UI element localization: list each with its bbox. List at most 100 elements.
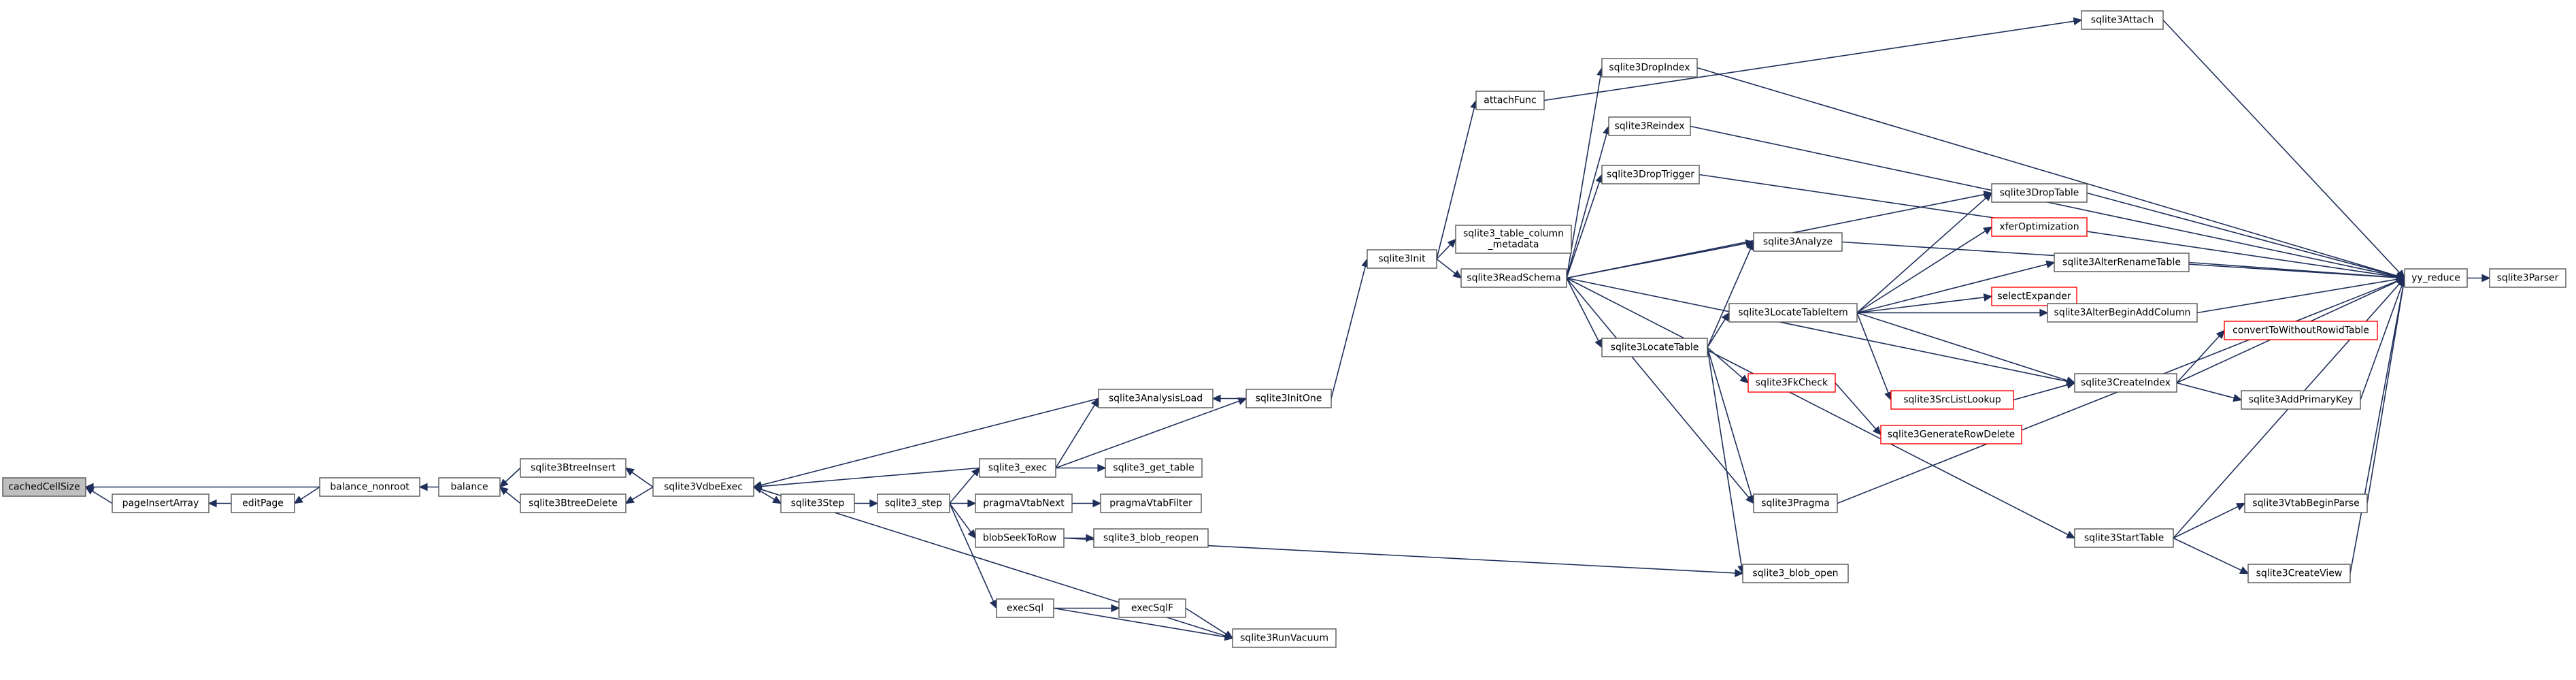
arrowhead: [971, 467, 980, 477]
node-label: sqlite3RunVacuum: [1240, 633, 1328, 644]
node-sqlite3-fk-check[interactable]: sqlite3FkCheck: [1747, 373, 1836, 393]
node-label: selectExpander: [1997, 291, 2071, 302]
edge-line: [300, 486, 320, 500]
edge-line: [2086, 192, 2398, 277]
arrowhead: [1983, 226, 1993, 235]
node-sqlite3-analysis-load[interactable]: sqlite3AnalysisLoad: [1098, 389, 1214, 408]
node-sqlite3-attach[interactable]: sqlite3Attach: [2081, 10, 2164, 30]
node-sqlite3-init-one[interactable]: sqlite3InitOne: [1245, 389, 1332, 408]
node-sqlite3-create-view[interactable]: sqlite3CreateView: [2247, 564, 2351, 583]
node-sqlite3-get-table[interactable]: sqlite3_get_table: [1105, 458, 1203, 478]
node-sqlite3-start-table[interactable]: sqlite3StartTable: [2074, 528, 2174, 548]
node-sqlite3-btree-insert[interactable]: sqlite3BtreeInsert: [520, 458, 626, 478]
edge-line: [760, 398, 1099, 486]
node-sqlite3-locate-table[interactable]: sqlite3LocateTable: [1601, 338, 1708, 357]
node-sqlite3-blob-open[interactable]: sqlite3_blob_open: [1742, 564, 1849, 583]
arrowhead: [1452, 270, 1462, 279]
node-sqlite3-btree-delete[interactable]: sqlite3BtreeDelete: [520, 493, 626, 513]
edge-line: [1566, 278, 1599, 342]
edge-line: [1707, 347, 1752, 497]
node-sqlite3-add-primary-key[interactable]: sqlite3AddPrimaryKey: [2241, 390, 2361, 410]
node-sqlite3-drop-table[interactable]: sqlite3DropTable: [1991, 183, 2088, 203]
node-page-insert-array[interactable]: pageInsertArray: [112, 493, 210, 513]
node-sqlite3-src-list-lookup[interactable]: sqlite3SrcListLookup: [1890, 390, 2014, 410]
edge-sqlite3-locate-table-item-to-sqlite3-alter-begin-add-column: [1857, 308, 2049, 317]
node-label: sqlite3Analyze: [1763, 237, 1833, 248]
edge-sqlite3-create-index-to-sqlite3-add-primary-key: [2176, 382, 2243, 402]
arrowhead: [772, 496, 782, 504]
edge-sqlite3-vtab-begin-parse-to-yy-reduce: [2366, 277, 2407, 504]
arrowhead: [1721, 312, 1730, 322]
node-sqlite3-init[interactable]: sqlite3Init: [1367, 249, 1437, 269]
node-cached-cell-size[interactable]: cachedCellSize: [2, 477, 86, 497]
node-label: sqlite3_get_table: [1113, 463, 1194, 474]
node-box: [1098, 389, 1214, 408]
node-sqlite3-alter-begin-add-column[interactable]: sqlite3AlterBeginAddColumn: [2047, 303, 2198, 323]
node-sqlite3-read-schema[interactable]: sqlite3ReadSchema: [1460, 268, 1567, 288]
node-pragma-vtab-next[interactable]: pragmaVtabNext: [975, 493, 1073, 513]
node-sqlite3-pragma[interactable]: sqlite3Pragma: [1753, 493, 1838, 513]
node-sqlite3-locate-table-item[interactable]: sqlite3LocateTableItem: [1728, 303, 1858, 323]
arrowhead: [1237, 397, 1248, 406]
node-box: [1100, 493, 1202, 513]
edge-sqlite3-step-to-blob-seek-to-row: [949, 503, 976, 539]
arrowhead: [1211, 394, 1221, 403]
edge-line: [1543, 20, 2075, 101]
node-sqlite3-table-column-metadata[interactable]: sqlite3_table_column_metadata: [1455, 225, 1572, 254]
node-sqlite3-exec[interactable]: sqlite3_exec: [979, 458, 1056, 478]
node-attach-func[interactable]: attachFunc: [1475, 91, 1545, 110]
node-box: [975, 493, 1073, 513]
node-sqlite3-vdbe-exec[interactable]: sqlite3VdbeExec: [652, 477, 754, 497]
node-convert-to-without-rowid-table[interactable]: convertToWithoutRowidTable: [2224, 321, 2378, 340]
node-exec-sql[interactable]: execSql: [996, 598, 1054, 618]
node-label: sqlite3AnalysisLoad: [1109, 393, 1203, 404]
node-label: pageInsertArray: [122, 498, 199, 509]
edge-sqlite3-locate-table-item-to-select-expander: [1856, 293, 1993, 314]
node-box: [1753, 493, 1838, 513]
node-sqlite3-run-vacuum[interactable]: sqlite3RunVacuum: [1232, 628, 1337, 648]
edge-line: [2173, 537, 2242, 571]
node-blob-seek-to-row[interactable]: blobSeekToRow: [975, 528, 1065, 548]
edge-line: [1856, 263, 2047, 314]
node-box: [319, 477, 420, 497]
edge-line: [2188, 261, 2398, 278]
node-sqlite3-generate-row-delete[interactable]: sqlite3GenerateRowDelete: [1880, 425, 2022, 444]
node-sqlite3-drop-index[interactable]: sqlite3DropIndex: [1601, 58, 1698, 78]
node-sqlite3-parser[interactable]: sqlite3Parser: [2489, 268, 2566, 288]
arrowhead: [2232, 393, 2243, 402]
arrowhead: [2073, 17, 2083, 26]
edge-yy-reduce-to-sqlite3-parser: [2467, 274, 2491, 282]
node-sqlite3-step[interactable]: sqlite3_step: [877, 493, 950, 513]
node-balance-nonroot[interactable]: balance_nonroot: [319, 477, 420, 497]
edge-line: [631, 472, 654, 488]
node-sqlite3-drop-trigger[interactable]: sqlite3DropTrigger: [1601, 165, 1700, 184]
edge-balance-nonroot-to-cached-cell-size: [84, 483, 320, 491]
arrowhead: [499, 486, 509, 496]
node-sqlite3-blob-reopen[interactable]: sqlite3_blob_reopen: [1093, 528, 1209, 548]
node-edit-page[interactable]: editPage: [231, 493, 295, 513]
node-sqlite3-step[interactable]: sqlite3Step: [780, 493, 855, 513]
edge-sqlite3-start-table-to-sqlite3-vtab-begin-parse: [2173, 502, 2246, 539]
node-exec-sql-f[interactable]: execSqlF: [1118, 598, 1186, 618]
node-box: [1093, 528, 1209, 548]
node-sqlite3-reindex[interactable]: sqlite3Reindex: [1608, 116, 1691, 136]
node-label: sqlite3Parser: [2497, 273, 2559, 284]
node-xfer-optimization[interactable]: xferOptimization: [1991, 217, 2088, 237]
edge-line: [1055, 404, 1095, 468]
arrowhead: [1097, 464, 1107, 472]
node-sqlite3-create-index[interactable]: sqlite3CreateIndex: [2074, 373, 2177, 393]
node-balance[interactable]: balance: [438, 477, 501, 497]
node-sqlite3-vtab-begin-parse[interactable]: sqlite3VtabBeginParse: [2244, 493, 2368, 513]
node-pragma-vtab-filter[interactable]: pragmaVtabFilter: [1100, 493, 1202, 513]
node-box: [2241, 390, 2361, 410]
node-label: execSql: [1007, 603, 1043, 614]
edge-line: [505, 467, 521, 483]
node-sqlite3-analyze[interactable]: sqlite3Analyze: [1753, 232, 1843, 252]
arrowhead: [624, 496, 635, 504]
arrowhead: [1739, 374, 1750, 384]
node-select-expander[interactable]: selectExpander: [1991, 287, 2077, 306]
node-sqlite3-alter-rename-table[interactable]: sqlite3AlterRenameTable: [2054, 253, 2190, 272]
arrowhead: [1884, 391, 1892, 401]
node-yy-reduce[interactable]: yy_reduce: [2404, 268, 2468, 288]
edge-line: [1707, 347, 1743, 566]
